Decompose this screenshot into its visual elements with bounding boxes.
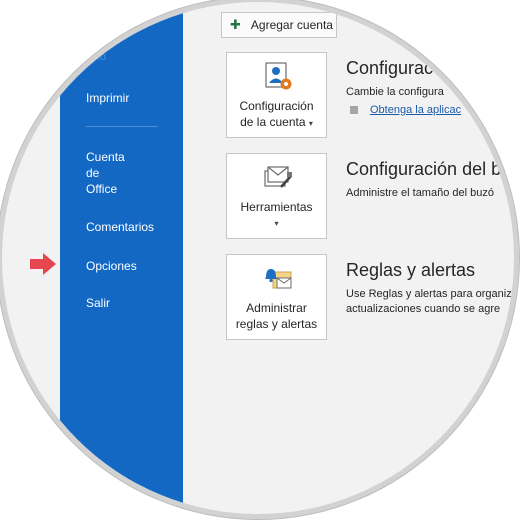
nav-office-account-line: Office [86, 182, 118, 196]
nav-exit[interactable]: Salir [86, 296, 111, 310]
tools-tile[interactable]: Herramientas ▾ [226, 153, 327, 239]
nav-office-account[interactable]: Cuenta de Office [86, 149, 146, 197]
plus-icon: ✚ [230, 17, 241, 32]
nav-feedback[interactable]: Comentarios [86, 220, 155, 234]
tile-label: Herramientas [240, 200, 313, 214]
faded-menu-text: ...llo [86, 51, 107, 63]
tile-label-2: de la cuenta ▾ [227, 114, 326, 132]
nav-print[interactable]: Imprimir [86, 91, 130, 105]
section-description: Administre el tamaño del buzó [346, 187, 494, 199]
backstage-sidebar: ...ntos ...llo Imprimir Cuenta de Office… [60, 2, 183, 514]
pointer-arrow-icon [30, 253, 56, 275]
bullet-icon [350, 106, 358, 114]
nav-office-account-line: Cuenta [86, 150, 125, 164]
rules-alerts-tile[interactable]: Administrar reglas y alertas [226, 254, 327, 340]
account-settings-icon [265, 62, 292, 90]
section-description: Cambie la configura [346, 86, 444, 98]
account-settings-tile[interactable]: Configuración de la cuenta ▾ [226, 52, 327, 138]
tile-label-2: reglas y alertas [235, 317, 318, 331]
nav-office-account-line: de [86, 166, 100, 180]
section-description: Use Reglas y alertas para organiz [346, 288, 512, 300]
tile-label: Administrar [246, 301, 307, 315]
faded-menu-text: ...ntos [86, 35, 116, 47]
section-title: Configurac [346, 58, 434, 78]
add-account-button[interactable]: ✚ Agregar cuenta [221, 12, 337, 38]
nav-options[interactable]: Opciones [86, 259, 137, 273]
sidebar-divider [86, 126, 158, 127]
chevron-down-icon: ▾ [308, 119, 313, 128]
tile-label-text: de la cuenta [240, 115, 306, 129]
section-description-2: actualizaciones cuando se agre [346, 303, 501, 315]
magnified-view: ...ntos ...llo Imprimir Cuenta de Office… [2, 2, 514, 514]
app-link-row: Obtenga la aplicac [350, 104, 461, 116]
mailbox-tools-icon [264, 166, 292, 188]
chevron-down-icon: ▾ [274, 219, 279, 228]
get-app-link[interactable]: Obtenga la aplicac [370, 104, 462, 116]
tile-label: Configuración [239, 99, 314, 113]
section-title: Configuración del b [346, 159, 502, 179]
rules-alerts-icon [265, 269, 292, 289]
section-title: Reglas y alertas [346, 260, 476, 280]
add-account-label: Agregar cuenta [250, 18, 333, 32]
